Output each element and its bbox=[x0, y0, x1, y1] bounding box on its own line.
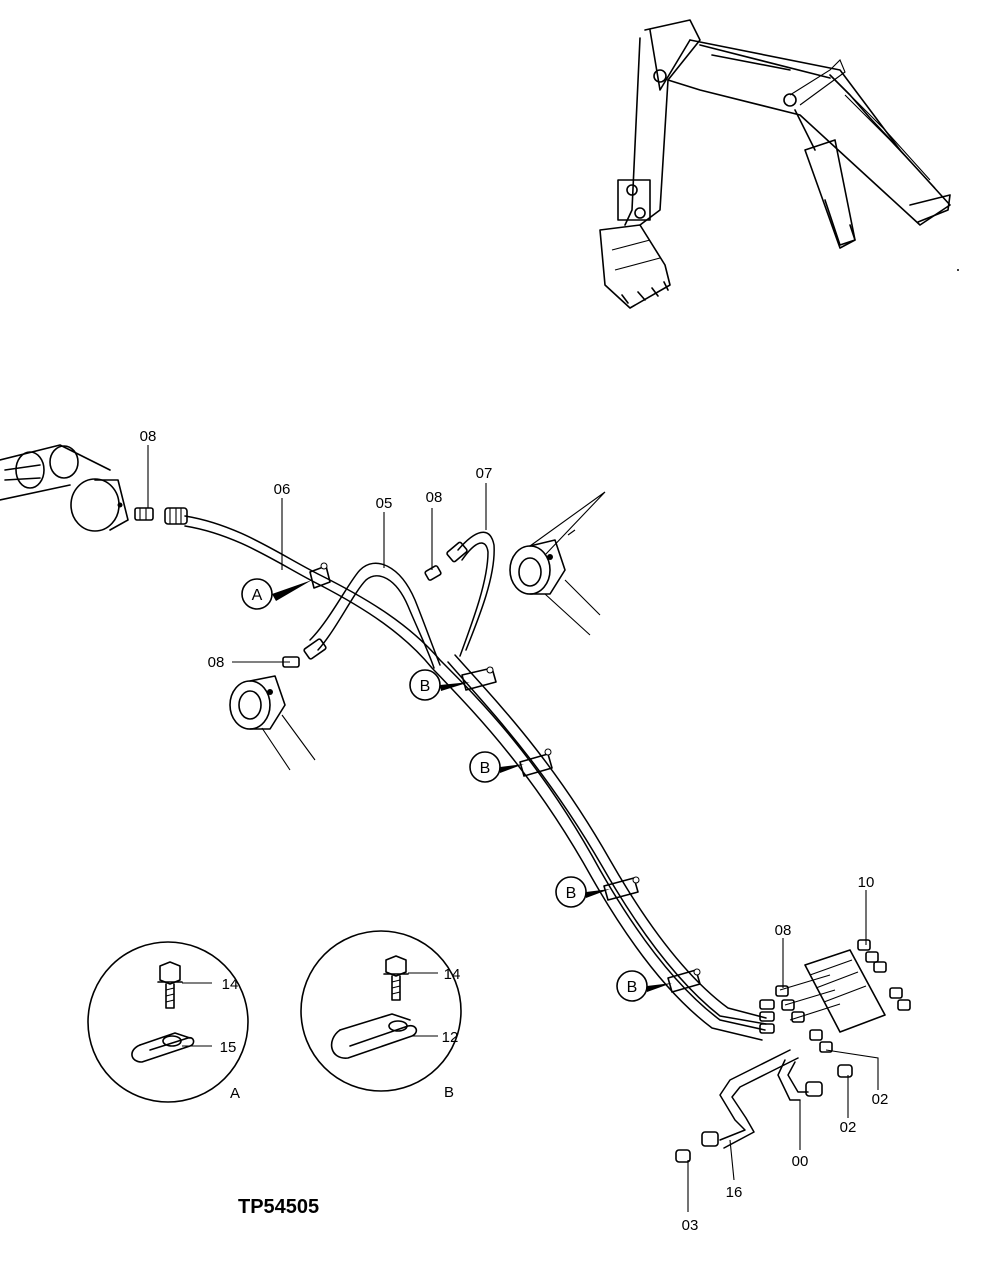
svg-text:14: 14 bbox=[222, 976, 239, 993]
leader-lines bbox=[147, 445, 879, 1212]
part-labels: 08 06 05 08 07 08 10 08 02 02 00 16 03 bbox=[140, 428, 889, 1234]
excavator-arm-overview bbox=[599, 19, 959, 309]
svg-text:B: B bbox=[566, 885, 577, 902]
hose-end-fitting bbox=[282, 638, 327, 668]
part-label: 02 bbox=[872, 1091, 889, 1108]
boom-cylinder-left bbox=[0, 444, 129, 532]
part-label: 05 bbox=[376, 495, 393, 512]
part-label: 16 bbox=[726, 1184, 743, 1201]
part-label: 08 bbox=[775, 922, 792, 939]
hose-clamp bbox=[461, 666, 497, 691]
hose-end-fitting bbox=[134, 507, 188, 525]
pin-boss-right bbox=[509, 491, 606, 636]
svg-text:B: B bbox=[627, 979, 638, 996]
drawing-number: TP54505 bbox=[238, 1196, 319, 1218]
part-label: 06 bbox=[274, 481, 291, 498]
svg-text:15: 15 bbox=[220, 1039, 237, 1056]
callout-b: B bbox=[616, 970, 672, 1002]
fitting-group bbox=[857, 939, 911, 1011]
bolt bbox=[157, 961, 183, 1009]
part-label: 08 bbox=[208, 654, 225, 671]
pin-boss-lower bbox=[229, 675, 316, 771]
detail-a: 14 15 A bbox=[87, 941, 249, 1103]
valve-block bbox=[759, 939, 911, 1053]
svg-text:A: A bbox=[252, 587, 263, 604]
svg-text:B: B bbox=[480, 760, 491, 777]
part-label: 08 bbox=[140, 428, 157, 445]
band-clamp bbox=[330, 1013, 418, 1059]
hose-clamp bbox=[603, 876, 640, 901]
part-label: 08 bbox=[426, 489, 443, 506]
callout-b: B bbox=[555, 876, 610, 908]
part-label: 00 bbox=[792, 1153, 809, 1170]
callout-b: B bbox=[409, 669, 470, 701]
hose-clamp bbox=[667, 968, 701, 993]
return-pipe bbox=[675, 1049, 853, 1163]
svg-text:A: A bbox=[230, 1085, 240, 1102]
part-label: 03 bbox=[682, 1217, 699, 1234]
callout-b: B bbox=[469, 751, 524, 783]
part-label: 02 bbox=[840, 1119, 857, 1136]
hose-end-fitting bbox=[424, 541, 468, 581]
bolt bbox=[383, 955, 409, 1001]
detail-b: 14 12 B bbox=[300, 930, 462, 1101]
part-label: 07 bbox=[476, 465, 493, 482]
fitting-group bbox=[759, 985, 833, 1053]
hose-clamp bbox=[519, 748, 553, 777]
hose-bundle bbox=[134, 507, 767, 1041]
svg-text:12: 12 bbox=[442, 1029, 459, 1046]
svg-text:14: 14 bbox=[444, 966, 461, 983]
part-label: 10 bbox=[858, 874, 875, 891]
callout-a: A bbox=[241, 578, 312, 610]
p-clamp bbox=[131, 1032, 195, 1063]
svg-text:B: B bbox=[420, 678, 431, 695]
svg-text:B: B bbox=[444, 1084, 454, 1101]
hose-clamp bbox=[309, 562, 331, 589]
